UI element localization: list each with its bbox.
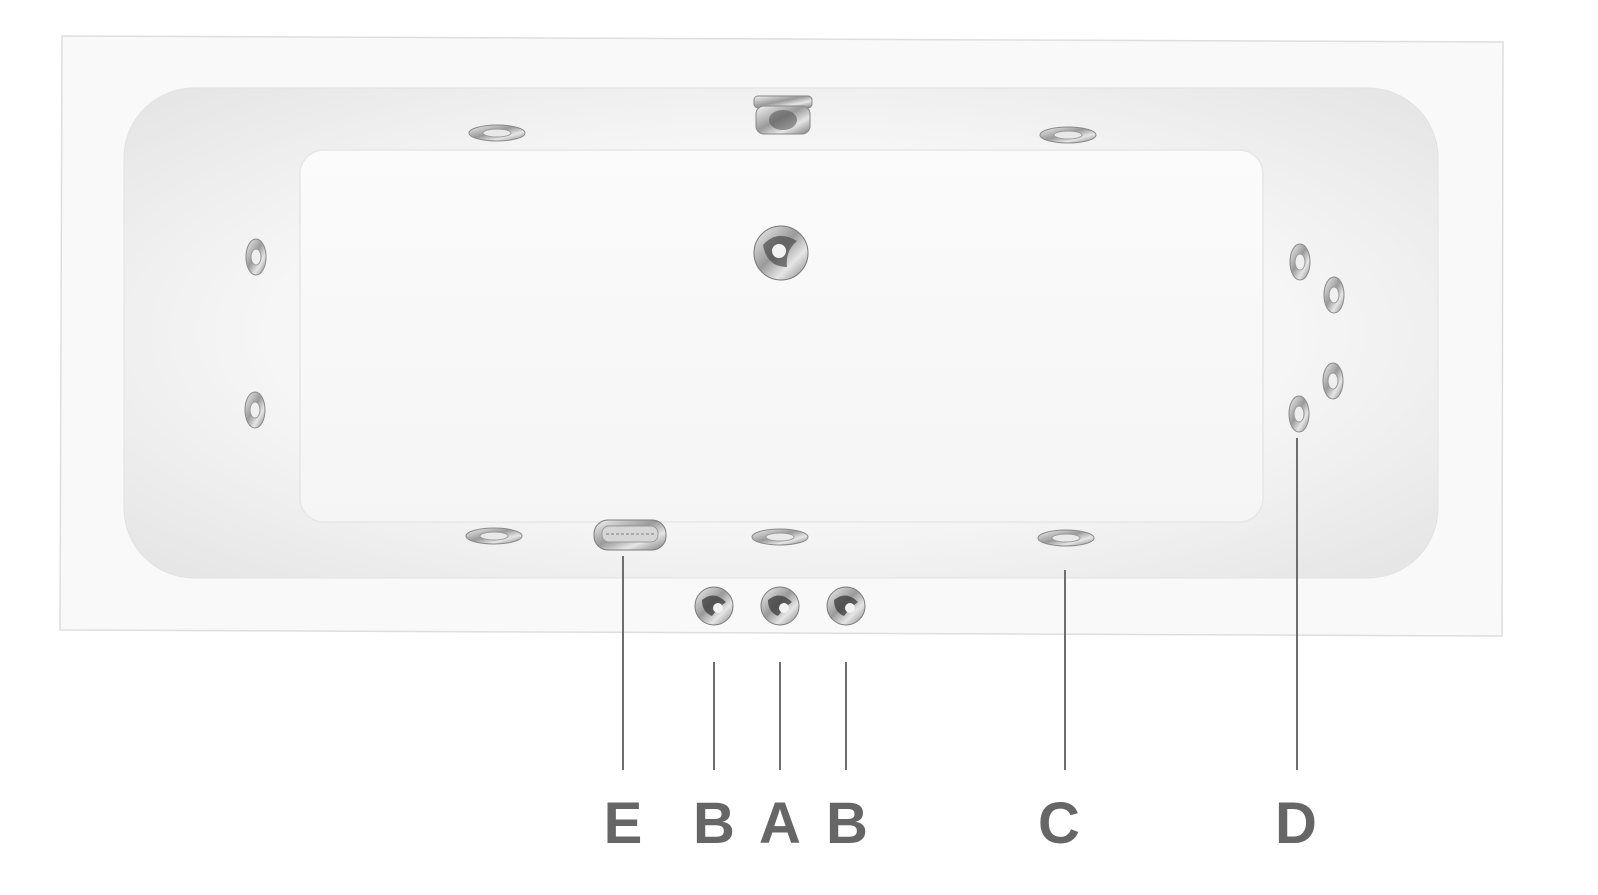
jet-bottom-3 xyxy=(1037,529,1095,547)
jet-left-1 xyxy=(245,238,267,276)
label-a: A xyxy=(759,791,801,856)
jet-top-left xyxy=(468,124,526,142)
back-jet-3 xyxy=(1322,362,1344,400)
jet-bottom-2 xyxy=(751,528,809,546)
label-b-left: B xyxy=(693,791,735,856)
jet-left-2 xyxy=(244,391,266,429)
back-jet-2 xyxy=(1323,276,1345,314)
label-d: D xyxy=(1275,791,1317,856)
control-knob-left xyxy=(694,586,734,626)
jet-bottom-1 xyxy=(465,527,523,545)
label-c: C xyxy=(1038,791,1080,856)
back-jet-4 xyxy=(1288,395,1310,433)
control-knob-center xyxy=(760,586,800,626)
jet-top-right xyxy=(1039,126,1097,144)
overflow-fitting xyxy=(753,95,813,135)
tub-floor xyxy=(299,149,1264,523)
label-b-right: B xyxy=(826,791,868,856)
label-e: E xyxy=(604,791,643,856)
control-knob-right xyxy=(826,586,866,626)
back-jet-1 xyxy=(1289,243,1311,281)
filler-fitting xyxy=(593,519,667,551)
drain xyxy=(753,225,809,281)
